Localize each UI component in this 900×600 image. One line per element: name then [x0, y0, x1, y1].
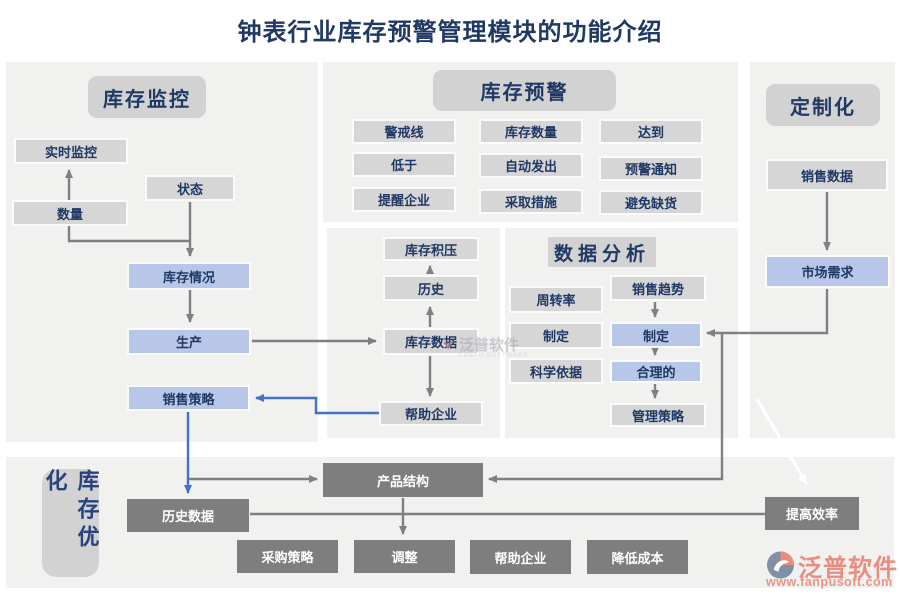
- node-stock-situation: 库存情况: [127, 262, 251, 290]
- node-warning-notice: 预警通知: [599, 156, 703, 181]
- brand-logo-icon: [766, 551, 795, 579]
- node-sales-trend: 销售趋势: [610, 275, 706, 301]
- watermark-logo-icon: [442, 341, 454, 350]
- node-help-enterprise-mid: 帮助企业: [379, 401, 483, 426]
- node-avoid-shortage: 避免缺货: [599, 190, 703, 215]
- page-title: 钟表行业库存预警管理模块的功能介绍: [237, 20, 663, 46]
- white-diagonal-arrow: [755, 398, 808, 485]
- header-data-analysis: 数据分析: [548, 237, 656, 267]
- watermark-brand-text: 泛普软件: [459, 337, 520, 354]
- node-reasonable: 合理的: [610, 360, 702, 383]
- node-turnover-rate: 周转率: [509, 286, 603, 313]
- node-stock-quantity: 库存数量: [479, 119, 583, 144]
- node-purchase-strategy: 采购策略: [237, 540, 338, 573]
- node-formulate: 制定: [610, 322, 702, 348]
- node-remind-enterprise: 提醒企业: [352, 187, 456, 212]
- header-inventory-warning: 库存预警: [433, 70, 616, 111]
- node-improve-efficiency: 提高效率: [765, 497, 859, 530]
- node-history: 历史: [383, 275, 479, 301]
- node-realtime-monitoring: 实时监控: [14, 138, 128, 164]
- header-inventory-optimization: 库存优化: [42, 469, 100, 577]
- node-quantity: 数量: [12, 200, 128, 226]
- node-help-enterprise-bottom: 帮助企业: [470, 540, 571, 574]
- brand-logo: 泛普软件 www.fanpusoft.com: [766, 548, 898, 594]
- node-below: 低于: [352, 152, 456, 177]
- node-production: 生产: [127, 328, 251, 355]
- center-watermark: 泛普软件 FANPU SOFTWARE: [440, 338, 528, 360]
- node-market-demand: 市场需求: [765, 255, 890, 288]
- node-stock-data: 库存数据: [383, 328, 479, 355]
- node-reduce-cost: 降低成本: [587, 540, 688, 574]
- brand-logo-text: 泛普软件: [798, 555, 898, 582]
- node-sales-strategy: 销售策略: [127, 385, 250, 411]
- header-customization: 定制化: [766, 84, 880, 126]
- node-reach: 达到: [599, 119, 703, 144]
- node-warning-line: 警戒线: [352, 119, 456, 144]
- node-history-data: 历史数据: [127, 499, 249, 532]
- node-take-measures: 采取措施: [479, 189, 583, 214]
- node-management-strategy: 管理策略: [610, 403, 706, 427]
- header-inventory-monitoring: 库存监控: [88, 76, 206, 118]
- brand-logo-url: www.fanpusoft.com: [766, 575, 893, 589]
- node-auto-send: 自动发出: [479, 153, 583, 178]
- watermark-sub-text: FANPU SOFTWARE: [459, 353, 529, 359]
- panel-inventory-monitoring: [6, 62, 318, 442]
- node-status: 状态: [145, 175, 235, 201]
- node-sales-data: 销售数据: [766, 159, 888, 191]
- node-adjust: 调整: [354, 540, 455, 573]
- node-overstock: 库存积压: [383, 237, 479, 261]
- node-formulate-left: 制定: [509, 322, 603, 349]
- node-scientific-basis: 科学依据: [509, 358, 603, 384]
- node-product-structure: 产品结构: [323, 463, 483, 497]
